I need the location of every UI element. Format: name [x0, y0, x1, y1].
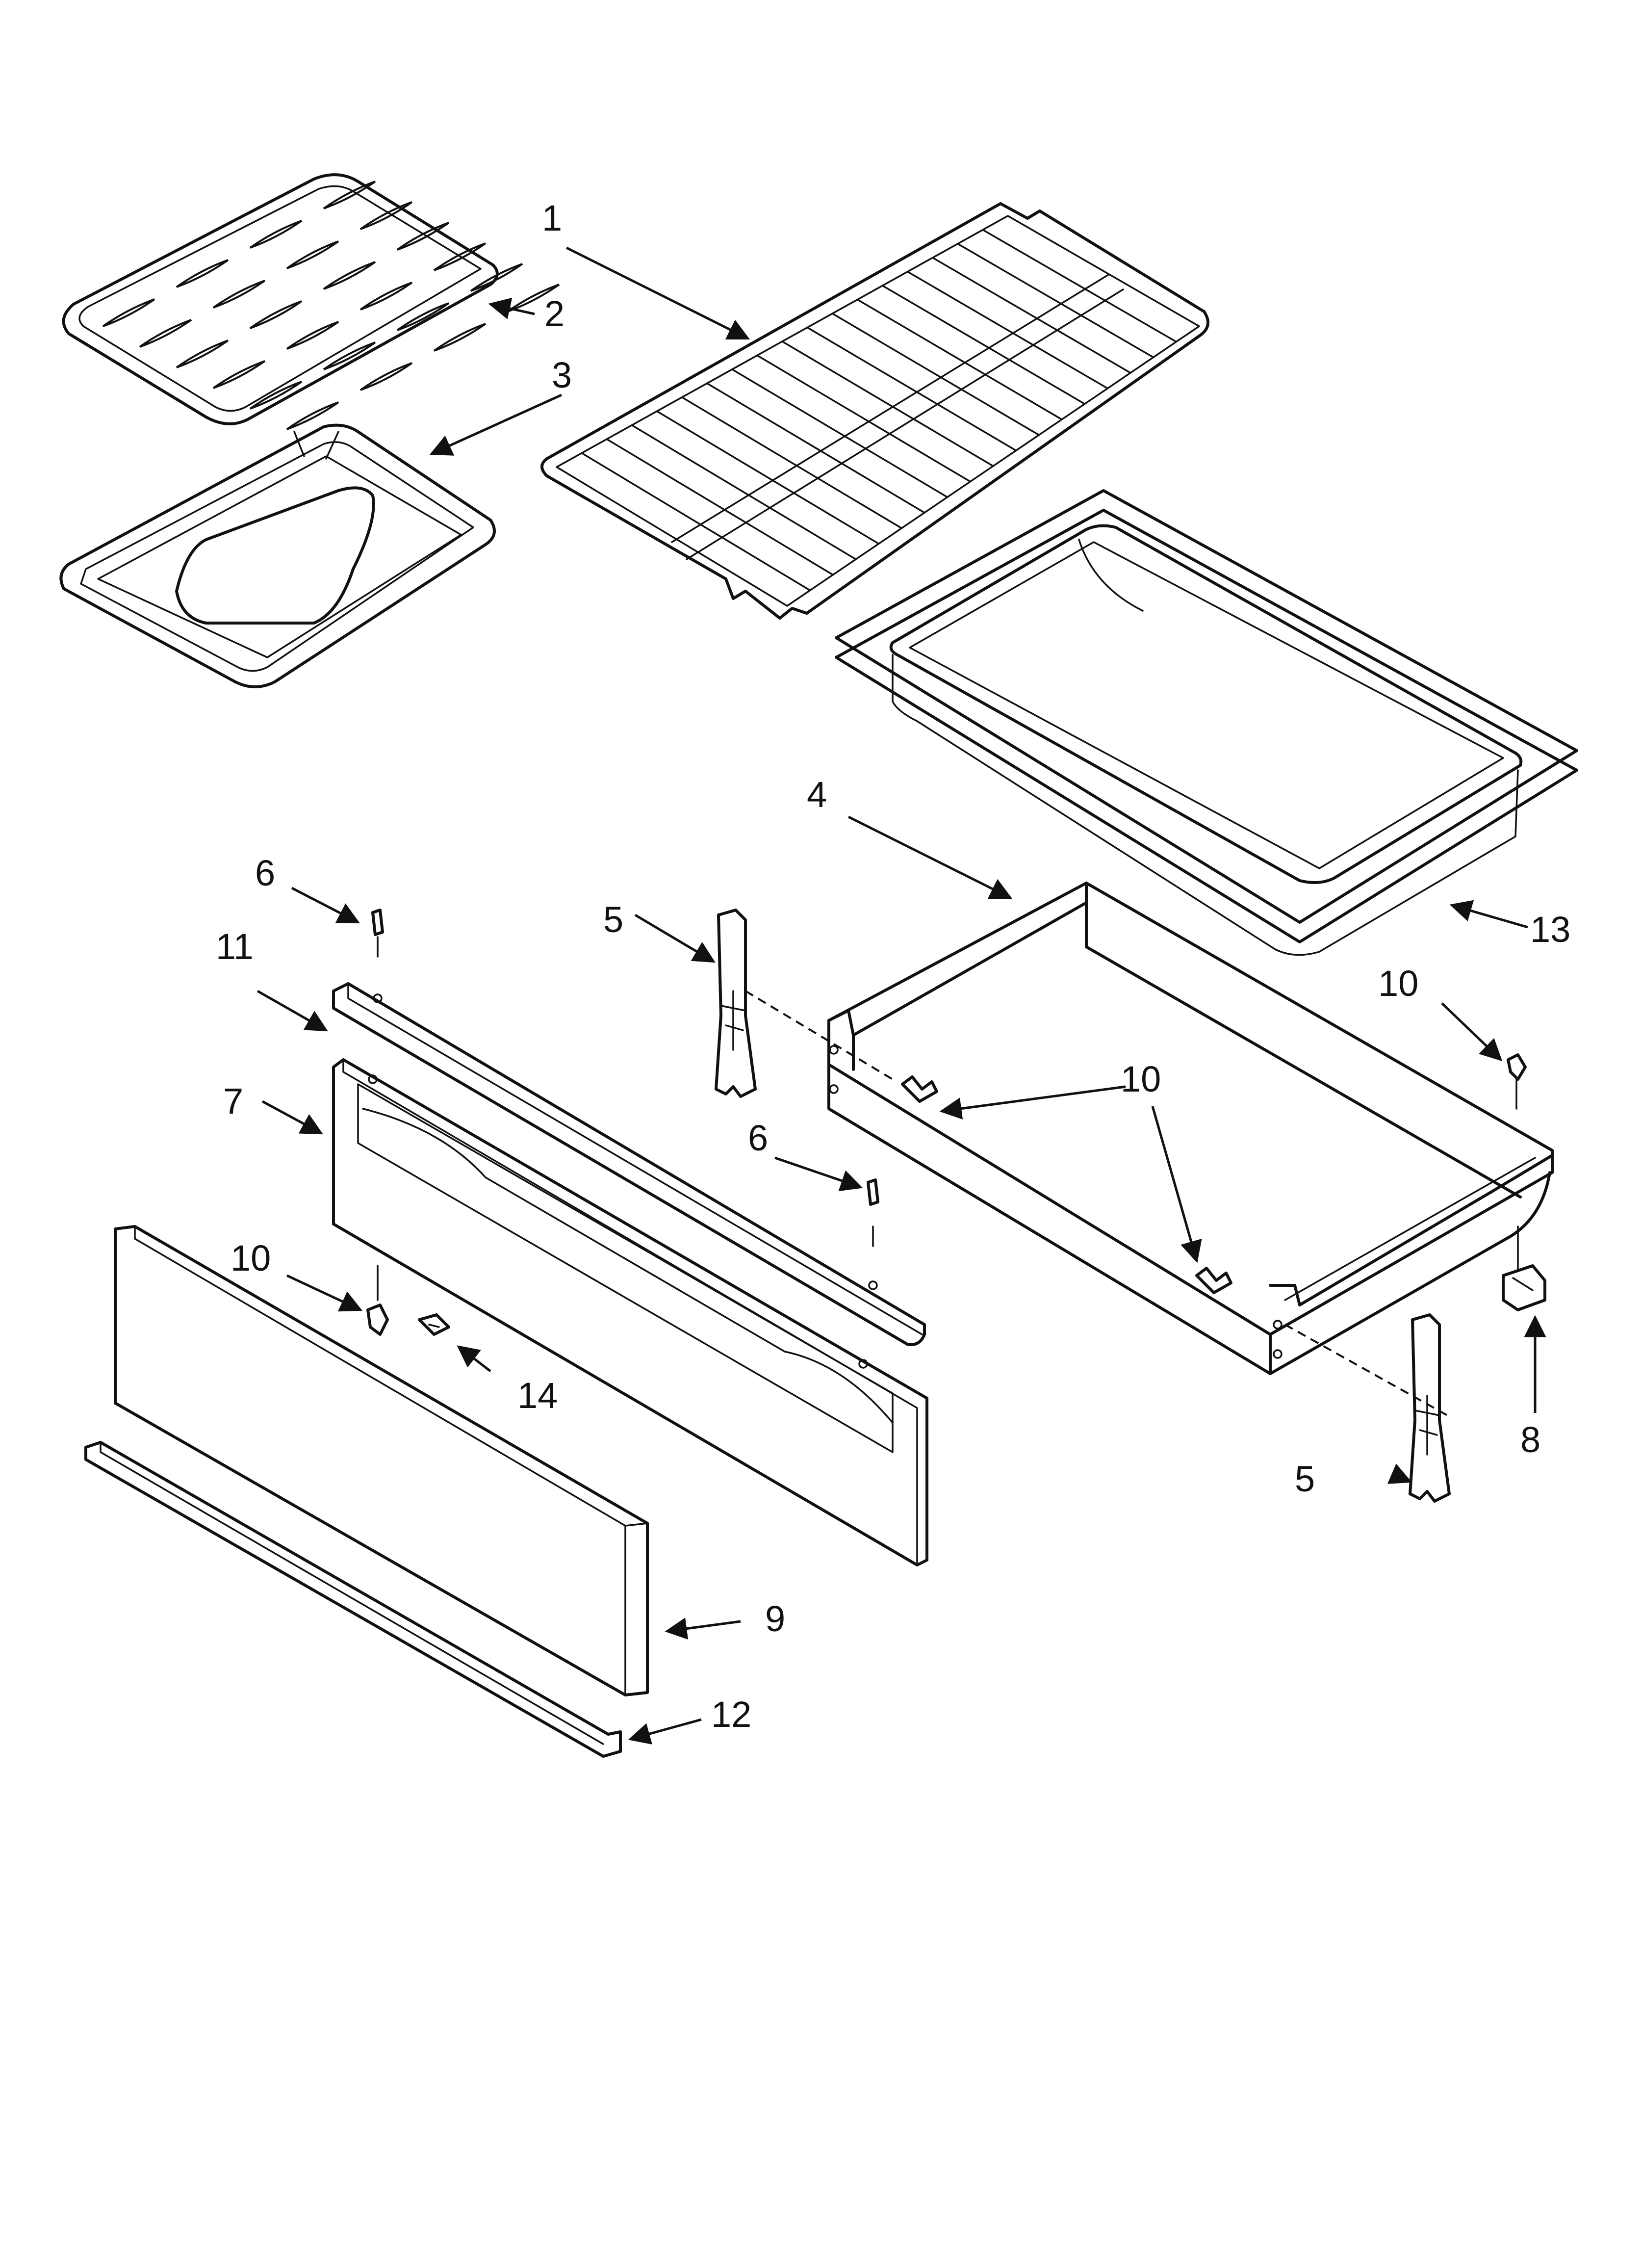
grid-slot	[286, 321, 339, 350]
drawer-front-panel	[332, 1058, 928, 1566]
callout-2: 2	[544, 293, 564, 334]
stud-6-center	[867, 1178, 879, 1247]
screw-10-drawer-left	[901, 1075, 938, 1103]
grid-slot	[507, 284, 560, 313]
grid-slot	[102, 298, 155, 327]
callout-10-drawer: 10	[1121, 1059, 1161, 1099]
screw-10-top-right	[1507, 1053, 1527, 1110]
kick-panel	[114, 1225, 649, 1696]
rack-bar	[731, 368, 949, 498]
leader-lines	[257, 246, 1546, 1745]
panel-clip	[418, 1313, 450, 1336]
rack-bar	[906, 271, 1109, 390]
grid-slot	[249, 220, 303, 249]
rack-bar	[581, 452, 811, 592]
rack-bar	[931, 257, 1131, 374]
rack-bar	[982, 229, 1178, 343]
rack-bar	[806, 326, 1017, 452]
slide-rail-left	[715, 909, 757, 1098]
screw-10-panel	[366, 1265, 389, 1336]
slide-rail-right	[1409, 1313, 1451, 1503]
callout-7: 7	[223, 1081, 243, 1121]
callout-5-left: 5	[603, 899, 623, 940]
rack-bar	[756, 354, 972, 483]
callout-6-left: 6	[255, 853, 275, 893]
grid-slot	[323, 181, 376, 209]
grid-slot	[212, 360, 266, 389]
callout-14: 14	[517, 1375, 558, 1416]
grid-slot	[139, 319, 192, 348]
grid-slot	[176, 259, 229, 288]
rack-bar	[706, 382, 925, 514]
grid-slot	[359, 282, 413, 311]
rack-bar	[681, 396, 903, 529]
drawer-clip	[1502, 1225, 1546, 1311]
rack-bar	[957, 243, 1155, 359]
bottom-trim-strip	[84, 1441, 622, 1758]
stud-6-left	[371, 909, 384, 958]
callout-4: 4	[807, 774, 827, 815]
drawer-body	[827, 882, 1554, 1375]
rack-bar	[656, 410, 880, 545]
callout-5-right: 5	[1295, 1459, 1315, 1499]
rack-bar	[606, 438, 834, 576]
grid-slot	[359, 362, 413, 391]
grid-slot	[212, 280, 266, 309]
rack-bar	[781, 340, 994, 467]
callout-3: 3	[552, 355, 572, 395]
grid-slot	[286, 240, 339, 269]
grid-slot	[249, 381, 303, 410]
callout-1: 1	[542, 198, 562, 238]
broiler-grid	[62, 173, 560, 430]
screw-10-drawer-right	[1195, 1267, 1232, 1294]
grid-slot	[396, 222, 450, 251]
grid-slot	[433, 242, 487, 271]
callout-12: 12	[711, 1694, 751, 1735]
grid-slot	[176, 339, 229, 368]
grid-slot	[359, 201, 413, 230]
grid-slot	[249, 300, 303, 329]
drawer-liner	[835, 489, 1578, 956]
grid-slot	[323, 341, 376, 370]
grid-slot	[433, 323, 487, 352]
callout-13: 13	[1530, 909, 1570, 950]
oven-rack	[540, 202, 1209, 620]
rack-bar	[881, 285, 1086, 405]
callout-9: 9	[765, 1598, 785, 1639]
callout-11: 11	[216, 926, 254, 967]
rack-bar	[831, 313, 1040, 436]
callout-6-center: 6	[748, 1118, 768, 1158]
callout-10-panel: 10	[231, 1238, 271, 1278]
grid-slot	[286, 401, 339, 430]
callout-8: 8	[1520, 1419, 1540, 1460]
callout-10-top-right: 10	[1378, 963, 1418, 1004]
grid-slot	[470, 263, 523, 292]
top-trim-bar	[332, 982, 926, 1346]
rack-bar	[631, 424, 857, 560]
grid-slot	[396, 302, 450, 331]
broiler-pan	[59, 423, 496, 688]
rack-bar	[856, 298, 1063, 420]
grid-slot	[323, 261, 376, 290]
callout-labels: 1 2 3 4 5 5 6 6 7 8 9 10 10 10 11 12 13 …	[216, 198, 1570, 1735]
